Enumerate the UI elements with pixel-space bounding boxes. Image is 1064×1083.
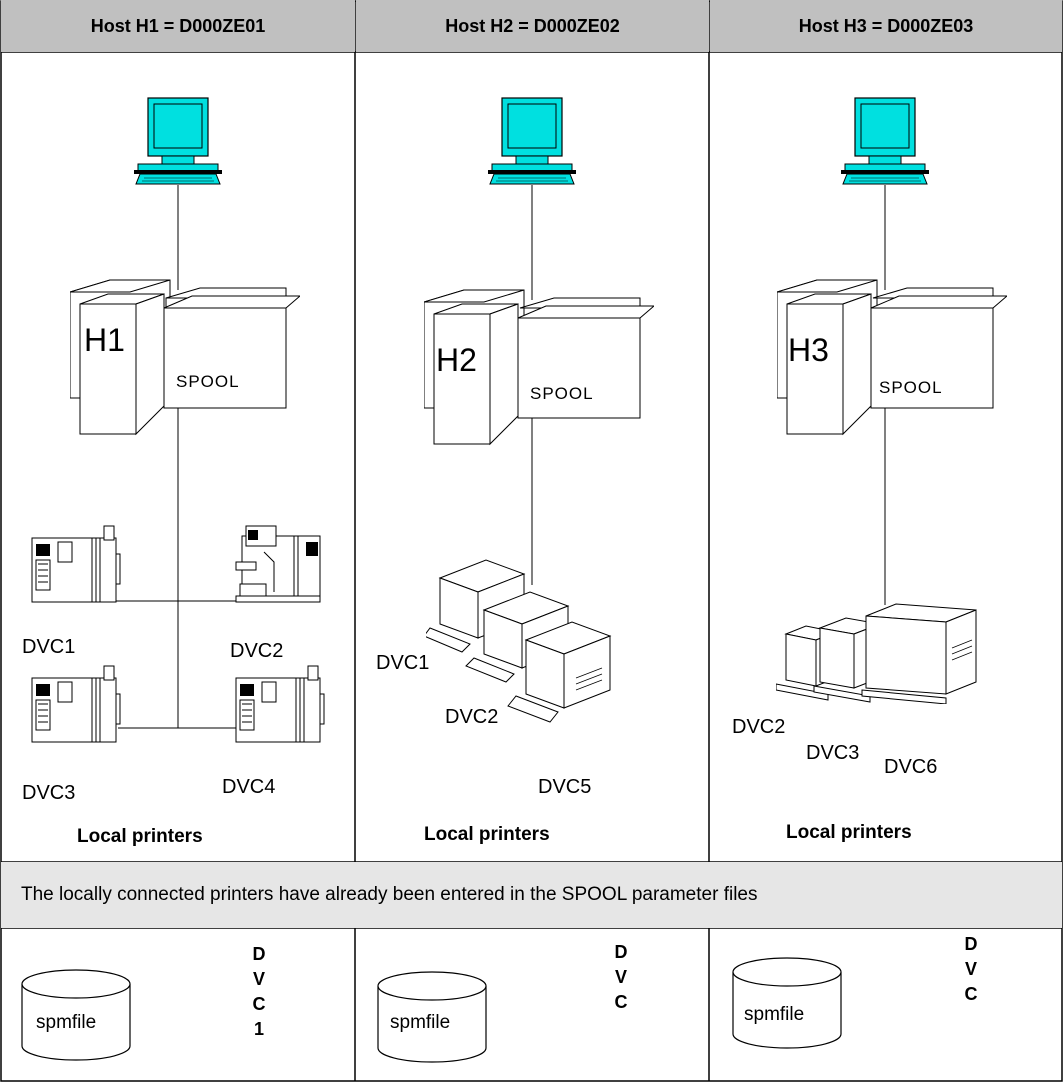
spool-label-1: SPOOL	[176, 372, 240, 391]
disk-label: spmfile	[36, 1012, 97, 1033]
mainframe-icon	[777, 279, 1007, 436]
printer-label: DVC6	[884, 756, 938, 778]
printer-icon	[426, 559, 612, 723]
terminal-icon	[488, 97, 576, 185]
note-text: The locally connected printers have alre…	[1, 862, 1062, 928]
mainframe-label-1: H1	[84, 322, 125, 358]
printer-label: DVC4	[222, 776, 276, 798]
local-printers-label-2: Local printers	[424, 824, 550, 845]
mainframe-icon	[70, 279, 300, 436]
terminal-icon	[134, 97, 222, 185]
spool-label-3: SPOOL	[879, 378, 943, 397]
printer-label: DVC3	[22, 782, 76, 804]
printer-icon	[235, 525, 321, 603]
local-printers-label-1: Local printers	[77, 826, 203, 847]
printer-label: DVC1	[376, 652, 430, 674]
disk-label: spmfile	[744, 1004, 805, 1025]
mainframe-label-3: H3	[788, 332, 829, 368]
printer-label: DVC2	[732, 716, 786, 738]
printer-label: DVC2	[445, 706, 499, 728]
mainframe-label-2: H2	[436, 342, 477, 378]
printer-icon	[776, 603, 977, 704]
local-printers-label-3: Local printers	[786, 822, 912, 843]
mainframe-icon	[424, 289, 654, 446]
printer-label: DVC3	[806, 742, 860, 764]
host-header-2: Host H2 = D000ZE02	[356, 0, 709, 52]
printer-label: DVC2	[230, 640, 284, 662]
host-header-3: Host H3 = D000ZE03	[710, 0, 1062, 52]
spool-label-2: SPOOL	[530, 384, 594, 403]
disk-icon	[732, 957, 842, 1049]
disk-label: spmfile	[390, 1012, 451, 1033]
disk-icon	[377, 971, 487, 1063]
printer-label: DVC5	[538, 776, 592, 798]
printer-icon	[31, 665, 121, 743]
printer-icon	[31, 525, 121, 603]
printer-icon	[235, 665, 325, 743]
terminal-icon	[841, 97, 929, 185]
host-header-1: Host H1 = D000ZE01	[1, 0, 355, 52]
disk-icon	[21, 969, 131, 1061]
printer-label: DVC1	[22, 636, 76, 658]
